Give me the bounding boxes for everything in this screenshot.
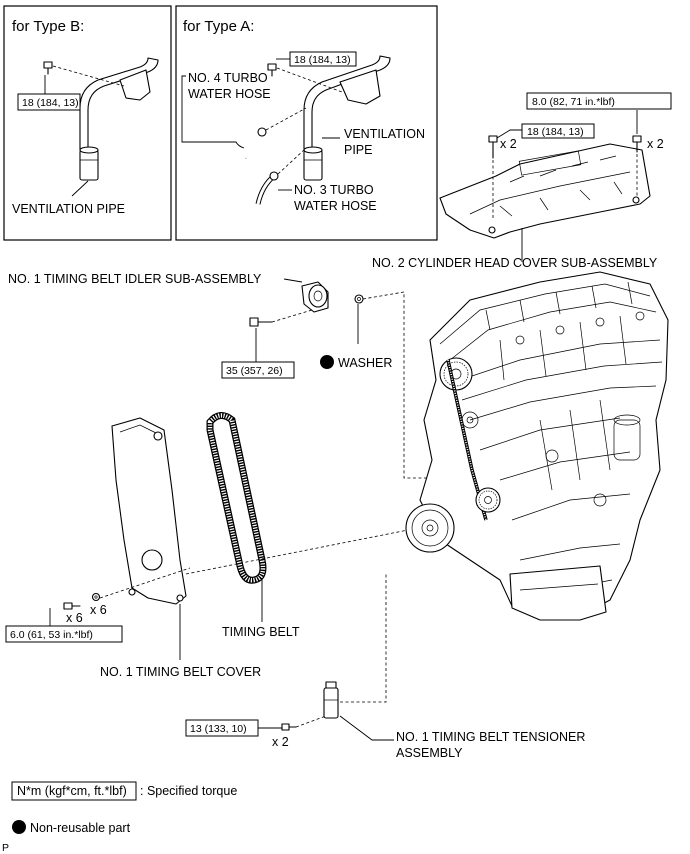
timing-belt (206, 412, 267, 584)
tensioner-qty: x 2 (272, 735, 289, 749)
legend-nonreusable-mark (12, 820, 26, 834)
type-b-bolt (43, 61, 53, 75)
type-a-bolt (267, 63, 277, 77)
idler-torque: 35 (357, 26) (226, 365, 283, 377)
no4-hose-label-line1: NO. 4 TURBO (188, 71, 268, 85)
legend-nonreusable-desc: Non-reusable part (30, 821, 131, 835)
legend-torque-desc: : Specified torque (140, 784, 237, 798)
engine-assembly (419, 271, 669, 619)
legend-torque-key: N*m (kgf*cm, ft.*lbf) (17, 784, 127, 798)
cover-bolt (63, 602, 81, 610)
head-cover-bolt-a (632, 135, 642, 153)
washer (354, 294, 364, 304)
cover-torque-box (5, 625, 123, 643)
ventilation-pipe-label-line2: PIPE (344, 143, 373, 157)
legend-torque-key-box (11, 781, 137, 801)
idler-label: NO. 1 TIMING BELT IDLER SUB-ASSEMBLY (8, 272, 262, 286)
crank-pulley (405, 503, 455, 553)
washer-label: WASHER (338, 356, 392, 370)
oil-pan (509, 565, 607, 621)
idler-torque-box (221, 361, 295, 379)
tensioner-bolt (281, 723, 297, 731)
legend: N*m (kgf*cm, ft.*lbf) : Specified torque… (11, 781, 237, 835)
type-b-inset: for Type B: 18 (184, 13) VENTILATION PIP… (3, 5, 172, 241)
no4-hose-label-line2: WATER HOSE (188, 87, 271, 101)
cover-bolt-qty: x 6 (66, 611, 83, 625)
crank-timing-gear (475, 487, 501, 513)
cover-washer-qty: x 6 (90, 603, 107, 617)
cam-pulley (439, 357, 473, 391)
no3-turbo-water-hose (255, 171, 279, 205)
head-cover-torque-a-box (526, 92, 672, 110)
type-a-torque-box (289, 51, 357, 67)
head-cover-torque-b: 18 (184, 13) (527, 126, 584, 138)
belt-cover-label: NO. 1 TIMING BELT COVER (100, 665, 261, 679)
head-cover-torque-a: 8.0 (82, 71 in.*lbf) (532, 96, 615, 108)
tensioner-torque: 13 (133, 10) (190, 723, 247, 735)
type-b-ventilation-pipe (79, 57, 159, 181)
washer-nonreusable-mark (320, 355, 334, 369)
cover-washer (91, 592, 101, 602)
type-b-pipe-label: VENTILATION PIPE (12, 202, 125, 216)
cylinder-head-cover (439, 143, 651, 239)
cover-torque: 6.0 (61, 53 in.*lbf) (10, 629, 93, 641)
tensioner-torque-box (185, 719, 259, 737)
type-a-ventilation-pipe (303, 55, 391, 181)
head-cover-bolt-b (488, 135, 498, 159)
head-cover-qty-a: x 2 (647, 137, 664, 151)
ventilation-pipe-label-line1: VENTILATION (344, 127, 425, 141)
type-b-torque: 18 (184, 13) (22, 97, 79, 109)
type-b-heading: for Type B: (12, 18, 84, 35)
type-a-torque: 18 (184, 13) (294, 54, 351, 66)
corner-mark: P (2, 842, 9, 854)
type-b-frame (3, 5, 172, 241)
type-a-inset: for Type A: 18 (184, 13) NO. 4 TURBO WAT… (175, 5, 438, 241)
no3-hose-label-line1: NO. 3 TURBO (294, 183, 374, 197)
head-cover-torque-b-box (521, 123, 595, 139)
type-b-torque-box (17, 93, 81, 111)
type-a-frame (175, 5, 438, 241)
timing-belt-cover (111, 417, 187, 605)
head-cover-label: NO. 2 CYLINDER HEAD COVER SUB-ASSEMBLY (372, 256, 658, 270)
type-a-heading: for Type A: (183, 18, 254, 35)
timing-belt-label: TIMING BELT (222, 625, 300, 639)
tensioner-label-line1: NO. 1 TIMING BELT TENSIONER (396, 730, 585, 744)
tensioner-label-line2: ASSEMBLY (396, 746, 463, 760)
idler-bolt (249, 317, 273, 327)
timing-belt-tensioner (323, 681, 339, 719)
timing-belt-idler (301, 281, 329, 313)
head-cover-qty-b: x 2 (500, 137, 517, 151)
no3-hose-label-line2: WATER HOSE (294, 199, 377, 213)
no4-turbo-water-hose (244, 127, 267, 159)
